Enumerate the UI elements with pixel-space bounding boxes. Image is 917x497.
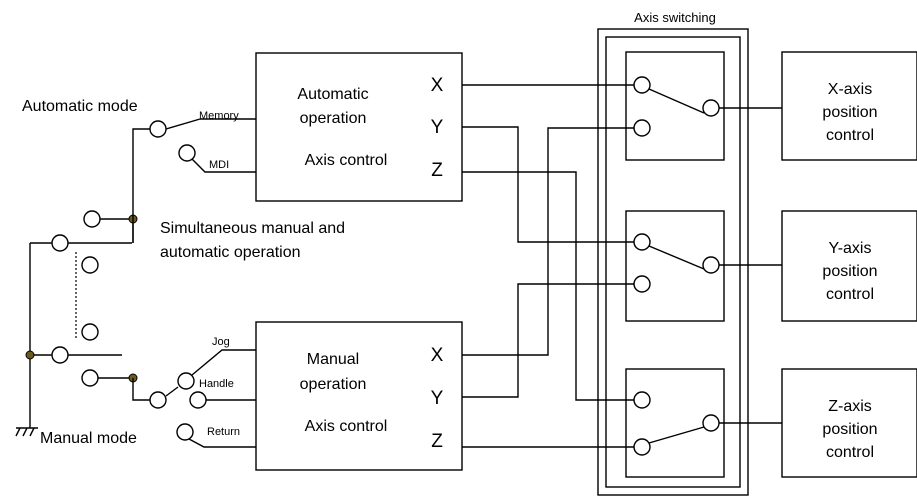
manual-input-terminal [51, 346, 69, 364]
simultaneous-label-line2: automatic operation [160, 244, 301, 261]
manual-label-line1: Manual [307, 351, 359, 368]
y-axis-switch [633, 233, 782, 293]
automatic-operation-block: Automatic operation Axis control X Y Z [255, 52, 463, 202]
x-control-line3: control [826, 127, 874, 144]
z-position-control-box [781, 368, 917, 478]
manual-port-y: Y [431, 388, 444, 409]
x-switch-lower-terminal [633, 119, 651, 137]
manual-operation-box [255, 321, 463, 471]
simultaneous-input-terminal [51, 234, 69, 252]
return-terminal [176, 423, 194, 441]
mode-selection-circuit [15, 118, 256, 448]
jog-label: Jog [212, 336, 230, 348]
memory-label: Memory [199, 110, 239, 122]
junction-dot-ground [25, 350, 35, 360]
x-control-line1: X-axis [828, 81, 872, 98]
simultaneous-label-line1: Simultaneous manual and [160, 220, 345, 237]
z-switch-lower-terminal [633, 438, 651, 456]
y-control-line3: control [826, 286, 874, 303]
auto-selector-common [149, 120, 167, 138]
simultaneous-upper-terminal [83, 210, 101, 228]
ground-symbol [15, 427, 38, 437]
z-control-line1: Z-axis [828, 398, 872, 415]
y-control-line2: position [822, 263, 877, 280]
x-switch-blade [648, 88, 705, 114]
port-wiring [462, 84, 642, 448]
y-switch-upper-terminal [633, 233, 651, 251]
auto-label-line1: Automatic [297, 86, 368, 103]
wire-mdi [191, 158, 256, 173]
mdi-terminal [178, 144, 196, 162]
manual-port-z: Z [431, 431, 443, 452]
y-switch-common-terminal [702, 256, 720, 274]
automatic-mode-label: Automatic mode [22, 98, 138, 115]
wire-auto-riser [132, 128, 150, 243]
x-switch-common-terminal [702, 99, 720, 117]
manual-port-x: X [431, 345, 444, 366]
mdi-label: MDI [209, 159, 229, 171]
manual-selector-common [149, 391, 167, 409]
wire-manual-y [462, 283, 642, 398]
manual-upper-terminal [81, 323, 99, 341]
wire-manual-x [462, 127, 642, 356]
x-axis-switch [633, 76, 782, 137]
y-switch-box [625, 210, 725, 322]
wire-auto-z [462, 171, 642, 401]
auto-label-line2: operation [300, 110, 367, 127]
z-axis-position-control: Z-axis position control [781, 368, 917, 478]
z-control-line2: position [822, 421, 877, 438]
wire-auto-y [462, 126, 642, 243]
automatic-operation-box [255, 52, 463, 202]
jog-terminal [177, 372, 195, 390]
auto-port-z: Z [431, 160, 443, 181]
auto-label-line3: Axis control [305, 152, 388, 169]
manual-lower-terminal [81, 369, 99, 387]
y-control-line1: Y-axis [829, 240, 872, 257]
wire-manual-riser [132, 378, 150, 401]
z-switch-common-terminal [702, 414, 720, 432]
auto-port-x: X [431, 75, 444, 96]
handle-label: Handle [199, 378, 234, 390]
manual-label-line2: operation [300, 376, 367, 393]
y-switch-lower-terminal [633, 275, 651, 293]
x-switch-upper-terminal [633, 76, 651, 94]
manual-label-line3: Axis control [305, 418, 388, 435]
auto-selector-blade [165, 118, 201, 130]
z-axis-switch [633, 391, 782, 456]
z-control-line3: control [826, 444, 874, 461]
wire-jog [191, 349, 256, 376]
manual-operation-block: Manual operation Axis control X Y Z [255, 321, 463, 471]
x-control-line2: position [822, 104, 877, 121]
auto-port-y: Y [431, 117, 444, 138]
x-position-control-box [781, 51, 917, 161]
handle-terminal [189, 391, 207, 409]
x-axis-position-control: X-axis position control [781, 51, 917, 161]
y-axis-position-control: Y-axis position control [781, 210, 917, 322]
y-switch-blade [648, 245, 705, 270]
simultaneous-lower-terminal [81, 256, 99, 274]
z-switch-blade [648, 426, 705, 444]
axis-switching-title: Axis switching [634, 10, 716, 25]
wire-return [188, 438, 256, 448]
z-switch-upper-terminal [633, 391, 651, 409]
y-position-control-box [781, 210, 917, 322]
manual-mode-label: Manual mode [40, 430, 137, 447]
return-label: Return [207, 426, 240, 438]
